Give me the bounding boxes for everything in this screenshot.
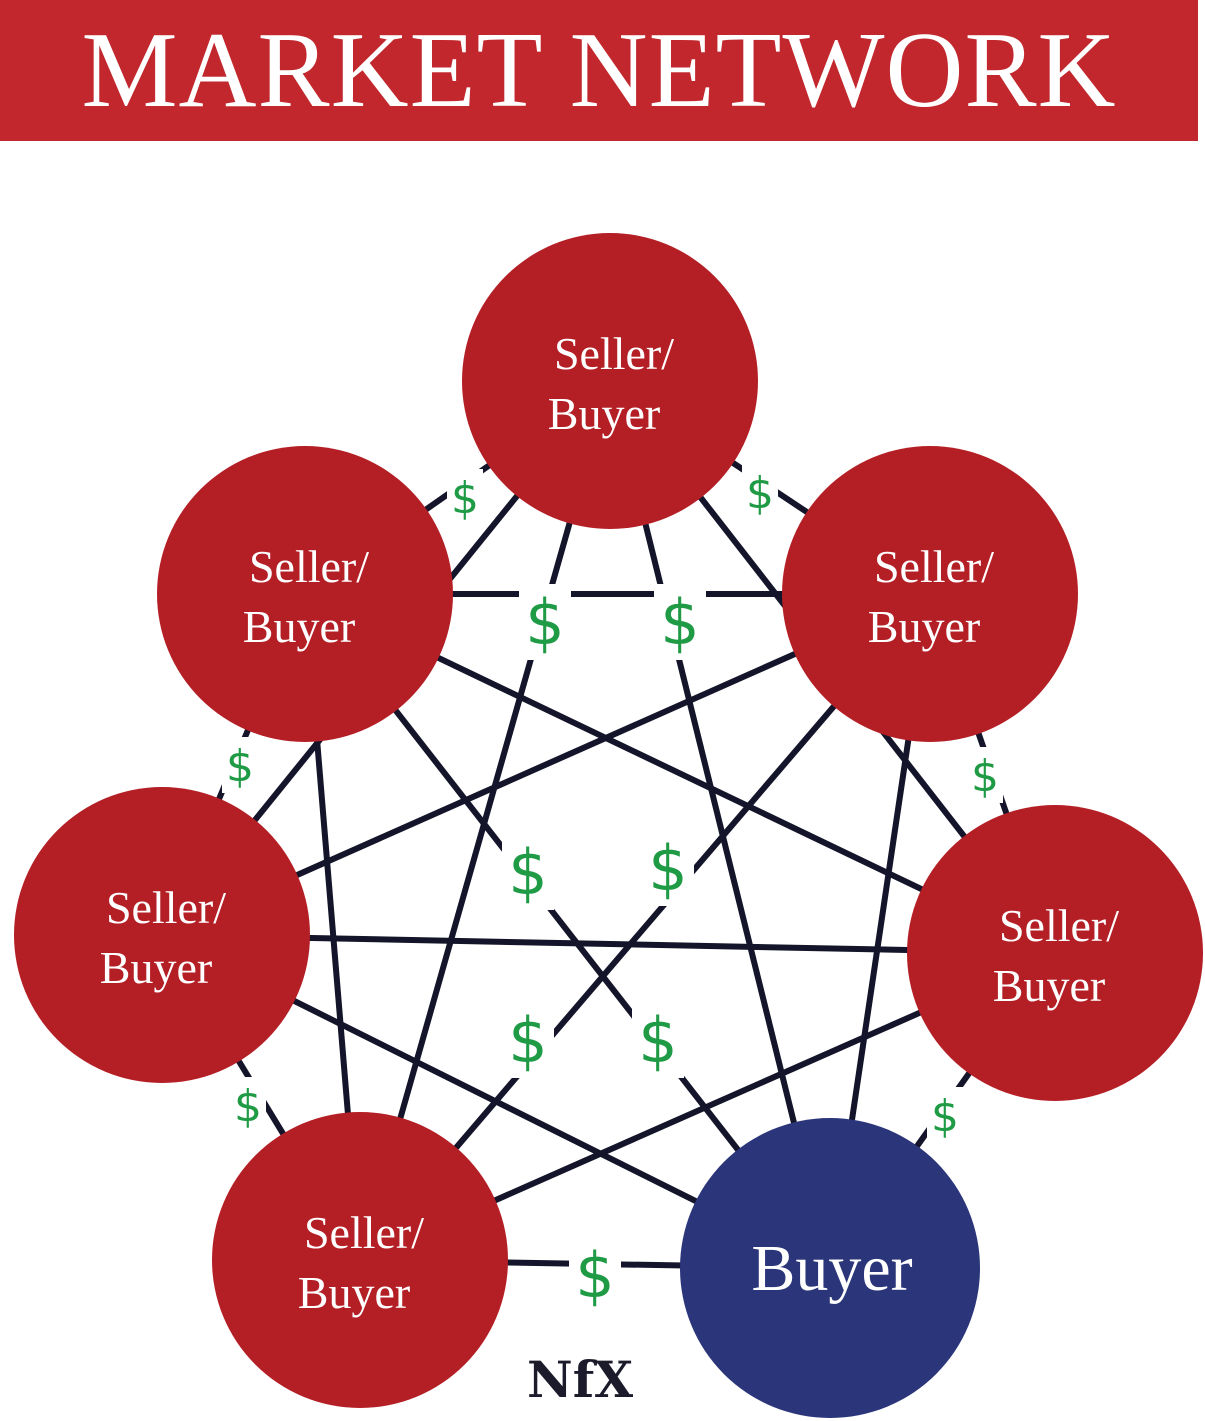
title-banner: MARKET NETWORK: [0, 0, 1198, 141]
money-gap: [927, 1087, 963, 1143]
node-label-line1: Seller/: [304, 1207, 424, 1258]
node-upper-right: Seller/Buyer: [782, 446, 1078, 742]
money-gap: [230, 1077, 266, 1133]
nfx-logo: NfX: [527, 1350, 634, 1409]
dollar-icon: $: [746, 468, 774, 519]
dollar-icon: $: [638, 1004, 677, 1077]
dollar-icon: $: [971, 751, 999, 802]
node-label-line2: Buyer: [243, 601, 355, 652]
nodes: Seller/BuyerSeller/BuyerSeller/BuyerSell…: [14, 233, 1203, 1418]
node-label-line1: Seller/: [999, 900, 1119, 951]
node-circle: [157, 446, 453, 742]
money-gap: [502, 1002, 554, 1078]
money-gap: [519, 584, 571, 660]
money-gap: [222, 737, 258, 793]
node-buyer: Buyer: [680, 1118, 980, 1418]
money-gap: [632, 1002, 684, 1078]
money-gap: [654, 584, 706, 660]
edge-left-right: [161, 932, 1056, 956]
node-label-line2: Buyer: [868, 601, 980, 652]
node-label-line1: Seller/: [554, 328, 674, 379]
page-title: MARKET NETWORK: [81, 10, 1117, 130]
node-circle: [907, 805, 1203, 1101]
dollar-icon: $: [451, 473, 479, 524]
node-top: Seller/Buyer: [462, 233, 758, 529]
edge-top-buyer: [607, 380, 833, 1269]
money-gap: [742, 464, 778, 520]
dollar-icon: $: [508, 836, 547, 909]
node-circle: [782, 446, 1078, 742]
dollar-icon: $: [508, 1004, 547, 1077]
money-gap: [642, 830, 694, 906]
dollar-icon: $: [648, 832, 687, 905]
node-left: Seller/Buyer: [14, 787, 310, 1083]
node-label-line2: Buyer: [100, 942, 212, 993]
dollar-icon: $: [660, 586, 699, 659]
node-bottom-left: Seller/Buyer: [212, 1112, 508, 1408]
money-gap: [967, 747, 1003, 803]
node-label-line2: Buyer: [993, 960, 1105, 1011]
node-label: Buyer: [751, 1232, 912, 1305]
node-circle: [462, 233, 758, 529]
dollar-icon: $: [575, 1239, 614, 1312]
node-label-line2: Buyer: [548, 388, 660, 439]
dollar-icon: $: [234, 1081, 262, 1132]
money-labels: $ $ $ $ $ $ $ $ $ $ $ $ $: [222, 464, 1003, 1313]
node-circle: [212, 1112, 508, 1408]
node-label-line1: Seller/: [249, 541, 369, 592]
node-label-line1: Seller/: [874, 541, 994, 592]
money-gap: [569, 1237, 621, 1313]
node-circle: [14, 787, 310, 1083]
node-label-line2: Buyer: [298, 1267, 410, 1318]
money-gap: [447, 469, 483, 525]
dollar-icon: $: [931, 1091, 959, 1142]
node-label-line1: Seller/: [106, 882, 226, 933]
money-gap: [502, 834, 554, 910]
dollar-icon: $: [226, 741, 254, 792]
node-right: Seller/Buyer: [907, 805, 1203, 1101]
node-upper-left: Seller/Buyer: [157, 446, 453, 742]
node-circle: [680, 1118, 980, 1418]
dollar-icon: $: [525, 586, 564, 659]
